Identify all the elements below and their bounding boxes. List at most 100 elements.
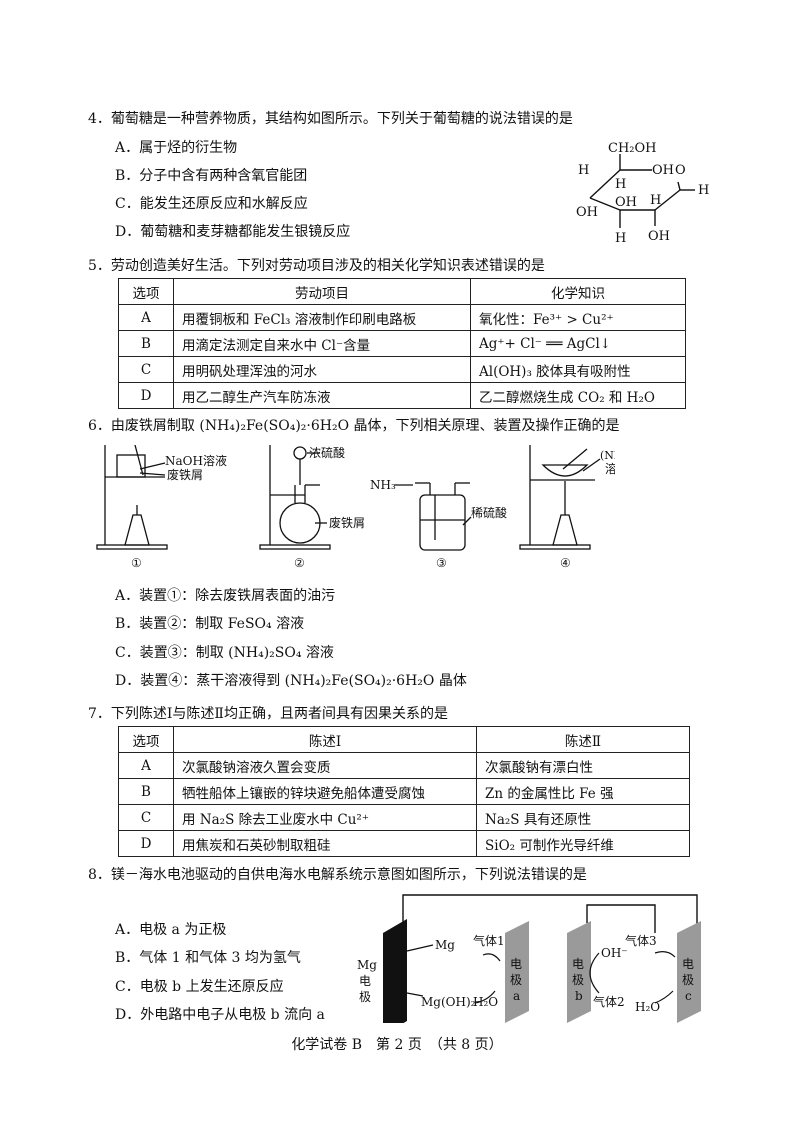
electrolysis-diagram: Mg Mg 电 极 Mg(OH)₂ H₂O 气体1 电极a 电极b 电极c OH… bbox=[357, 894, 701, 1023]
svg-text:废铁屑: 废铁屑 bbox=[329, 515, 365, 530]
svg-text:极: 极 bbox=[682, 973, 694, 987]
q8-option-a: A．电极 a 为正极 bbox=[115, 922, 227, 938]
svg-text:Mg(OH)₂: Mg(OH)₂ bbox=[421, 995, 476, 1009]
question-5-stem: 5．劳动创造美好生活。下列对劳动项目涉及的相关化学知识表述错误的是 bbox=[88, 258, 545, 274]
header-cell: 劳动项目 bbox=[173, 278, 471, 305]
svg-text:H: H bbox=[615, 177, 626, 192]
svg-text:稀硫酸: 稀硫酸 bbox=[471, 505, 507, 520]
q6-option-a: A．装置①：除去废铁屑表面的油污 bbox=[115, 588, 336, 604]
q4-option-b: B．分子中含有两种含氧官能团 bbox=[115, 168, 308, 184]
svg-text:③: ③ bbox=[436, 556, 447, 570]
svg-text:Mg: Mg bbox=[357, 958, 377, 972]
q8-option-c: C．电极 b 上发生还原反应 bbox=[115, 979, 284, 995]
svg-text:O: O bbox=[675, 163, 686, 178]
q6-option-b: B．装置②：制取 FeSO₄ 溶液 bbox=[115, 616, 305, 632]
svg-text:溶液: 溶液 bbox=[605, 461, 615, 476]
q4-option-a: A．属于烃的衍生物 bbox=[115, 140, 238, 156]
cell: C bbox=[118, 804, 174, 831]
q4-option-c: C．能发生还原反应和水解反应 bbox=[115, 196, 308, 212]
cell: 次氯酸钠有漂白性 bbox=[476, 752, 690, 779]
mg-electrode bbox=[383, 919, 407, 1023]
question-4-stem: 4．葡萄糖是一种营养物质，其结构如图所示。下列关于葡萄糖的说法错误的是 bbox=[88, 111, 573, 127]
svg-text:a: a bbox=[513, 989, 520, 1003]
svg-text:b: b bbox=[575, 989, 583, 1003]
q8-option-b: B．气体 1 和气体 3 均为氢气 bbox=[115, 950, 301, 966]
svg-text:④: ④ bbox=[560, 556, 571, 570]
electrode-b bbox=[567, 921, 591, 1023]
glucose-structure: CH₂OH OH O H H H OH OH H H OH bbox=[576, 141, 709, 246]
electrode-a bbox=[505, 921, 529, 1023]
cell: D bbox=[118, 830, 174, 857]
question-6-stem: 6．由废铁屑制取 (NH₄)₂Fe(SO₄)₂·6H₂O 晶体，下列相关原理、装… bbox=[88, 418, 620, 434]
cell: 乙二醇燃烧生成 CO₂ 和 H₂O bbox=[470, 382, 686, 409]
svg-text:气体1: 气体1 bbox=[473, 933, 505, 948]
question-8-stem: 8．镁－海水电池驱动的自供电海水电解系统示意图如图所示，下列说法错误的是 bbox=[88, 867, 587, 883]
question-7-stem: 7．下列陈述Ⅰ与陈述Ⅱ均正确，且两者间具有因果关系的是 bbox=[88, 706, 448, 722]
electrode-c bbox=[677, 921, 701, 1023]
cell: 用 Na₂S 除去工业废水中 Cu²⁺ bbox=[173, 804, 477, 831]
q6-option-d: D．装置④：蒸干溶液得到 (NH₄)₂Fe(SO₄)₂·6H₂O 晶体 bbox=[115, 673, 467, 689]
svg-text:(NH₄)₂Fe(SO₄)₂: (NH₄)₂Fe(SO₄)₂ bbox=[600, 449, 615, 462]
header-cell: 陈述Ⅰ bbox=[173, 726, 477, 753]
svg-text:OH: OH bbox=[652, 163, 674, 178]
svg-text:②: ② bbox=[294, 556, 305, 570]
svg-text:H: H bbox=[698, 183, 709, 198]
cell: C bbox=[118, 356, 174, 383]
cell: 用覆铜板和 FeCl₃ 溶液制作印刷电路板 bbox=[173, 304, 471, 331]
svg-text:OH: OH bbox=[615, 195, 637, 210]
svg-text:NH₃: NH₃ bbox=[370, 478, 396, 492]
cell: 用乙二醇生产汽车防冻液 bbox=[173, 382, 471, 409]
header-cell: 陈述Ⅱ bbox=[476, 726, 690, 753]
page-footer: 化学试卷 B 第 2 页 （共 8 页） bbox=[291, 1037, 503, 1053]
svg-text:c: c bbox=[685, 989, 692, 1003]
q8-option-d: D．外电路中电子从电极 b 流向 a bbox=[115, 1007, 325, 1023]
cell: Zn 的金属性比 Fe 强 bbox=[476, 778, 690, 805]
cell: 次氯酸钠溶液久置会变质 bbox=[173, 752, 477, 779]
cell: 牺牲船体上镶嵌的锌块避免船体遭受腐蚀 bbox=[173, 778, 477, 805]
svg-text:极: 极 bbox=[359, 990, 371, 1004]
svg-text:极: 极 bbox=[510, 973, 522, 987]
header-cell: 化学知识 bbox=[470, 278, 686, 305]
cell: A bbox=[118, 304, 174, 331]
cell: SiO₂ 可制作光导纤维 bbox=[476, 830, 690, 857]
cell: B bbox=[118, 778, 174, 805]
svg-text:H₂O: H₂O bbox=[473, 995, 498, 1009]
svg-text:CH₂OH: CH₂OH bbox=[608, 141, 657, 156]
svg-text:OH⁻: OH⁻ bbox=[601, 946, 628, 960]
svg-text:H₂O: H₂O bbox=[635, 1000, 660, 1014]
cell: Ag⁺+ Cl⁻ ══ AgCl↓ bbox=[470, 330, 686, 357]
cell: Na₂S 具有还原性 bbox=[476, 804, 690, 831]
svg-text:OH: OH bbox=[576, 205, 598, 220]
svg-text:废铁屑: 废铁屑 bbox=[167, 467, 203, 482]
svg-text:浓硫酸: 浓硫酸 bbox=[309, 445, 345, 460]
svg-text:①: ① bbox=[131, 556, 142, 570]
cell: 用焦炭和石英砂制取粗硅 bbox=[173, 830, 477, 857]
cell: A bbox=[118, 752, 174, 779]
svg-text:电: 电 bbox=[572, 957, 584, 971]
svg-text:H: H bbox=[650, 193, 661, 208]
svg-text:Mg: Mg bbox=[435, 938, 455, 952]
q4-option-d: D．葡萄糖和麦芽糖都能发生银镜反应 bbox=[115, 224, 351, 240]
svg-text:电: 电 bbox=[510, 957, 522, 971]
svg-text:气体3: 气体3 bbox=[625, 933, 657, 948]
svg-text:H: H bbox=[578, 163, 589, 178]
cell: B bbox=[118, 330, 174, 357]
svg-text:极: 极 bbox=[572, 973, 584, 987]
table-header-row: 选项劳动项目化学知识 bbox=[118, 278, 686, 305]
q6-option-c: C．装置③：制取 (NH₄)₂SO₄ 溶液 bbox=[115, 645, 334, 661]
cell: 氧化性：Fe³⁺ > Cu²⁺ bbox=[470, 304, 686, 331]
svg-text:电: 电 bbox=[682, 957, 694, 971]
cell: 用滴定法测定自来水中 Cl⁻含量 bbox=[173, 330, 471, 357]
svg-text:气体2: 气体2 bbox=[593, 994, 625, 1009]
